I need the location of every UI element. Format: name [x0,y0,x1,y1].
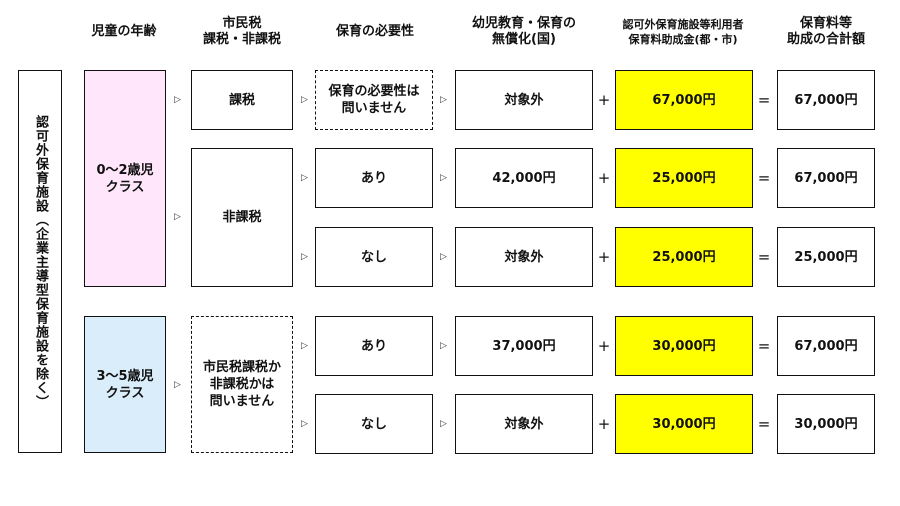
arrow-icon: ▷ [174,212,181,222]
arrow-icon: ▷ [301,252,308,262]
arrow-icon: ▷ [440,95,447,105]
arrow-icon: ▷ [440,419,447,429]
tax-non-taxed: 非課税 [191,148,293,287]
equals-row-3: = [757,248,771,266]
total-row-1: 67,000円 [777,70,875,130]
need-row-3: なし [315,227,433,287]
free-row-4: 37,000円 [455,316,593,376]
header-tax: 市民税 課税・非課税 [202,16,281,47]
free-row-3: 対象外 [455,227,593,287]
arrow-icon: ▷ [440,173,447,183]
equals-row-2: = [757,169,771,187]
arrow-icon: ▷ [301,173,308,183]
header-subsidy: 認可外保育施設等利用者 保育料助成金(都・市) [622,18,744,46]
need-row-5: なし [315,394,433,454]
tax-taxed: 課税 [191,70,293,130]
age-group-3-5: 3～5歳児 クラス [84,316,166,453]
subsidy-row-4: 30,000円 [615,316,753,376]
equals-row-5: = [757,415,771,433]
header-free: 幼児教育・保育の 無償化(国) [471,16,576,47]
subsidy-row-5: 30,000円 [615,394,753,454]
total-row-3: 25,000円 [777,227,875,287]
header-total: 保育料等 助成の合計額 [786,16,865,47]
arrow-icon: ▷ [301,419,308,429]
total-row-5: 30,000円 [777,394,875,454]
equals-row-4: = [757,337,771,355]
total-row-2: 67,000円 [777,148,875,208]
subsidy-row-2: 25,000円 [615,148,753,208]
subsidy-row-1: 67,000円 [615,70,753,130]
free-row-2: 42,000円 [455,148,593,208]
subsidy-row-3: 25,000円 [615,227,753,287]
plus-row-5: + [597,415,611,433]
plus-row-1: + [597,91,611,109]
free-row-5: 対象外 [455,394,593,454]
need-row-1: 保育の必要性は 問いません [315,70,433,130]
arrow-icon: ▷ [440,341,447,351]
arrow-icon: ▷ [174,380,181,390]
facility-label-box: 認可外保育施設（企業主導型保育施設を除く） [18,70,62,453]
header-need: 保育の必要性 [335,24,414,39]
plus-row-4: + [597,337,611,355]
need-row-4: あり [315,316,433,376]
plus-row-2: + [597,169,611,187]
plus-row-3: + [597,248,611,266]
arrow-icon: ▷ [301,95,308,105]
tax-either: 市民税課税か 非課税かは 問いません [191,316,293,453]
equals-row-1: = [757,91,771,109]
total-row-4: 67,000円 [777,316,875,376]
arrow-icon: ▷ [301,341,308,351]
arrow-icon: ▷ [174,95,181,105]
facility-label: 認可外保育施設（企業主導型保育施設を除く） [33,114,48,409]
need-row-2: あり [315,148,433,208]
arrow-icon: ▷ [440,252,447,262]
header-age: 児童の年齢 [91,24,157,39]
age-group-0-2: 0～2歳児 クラス [84,70,166,287]
free-row-1: 対象外 [455,70,593,130]
